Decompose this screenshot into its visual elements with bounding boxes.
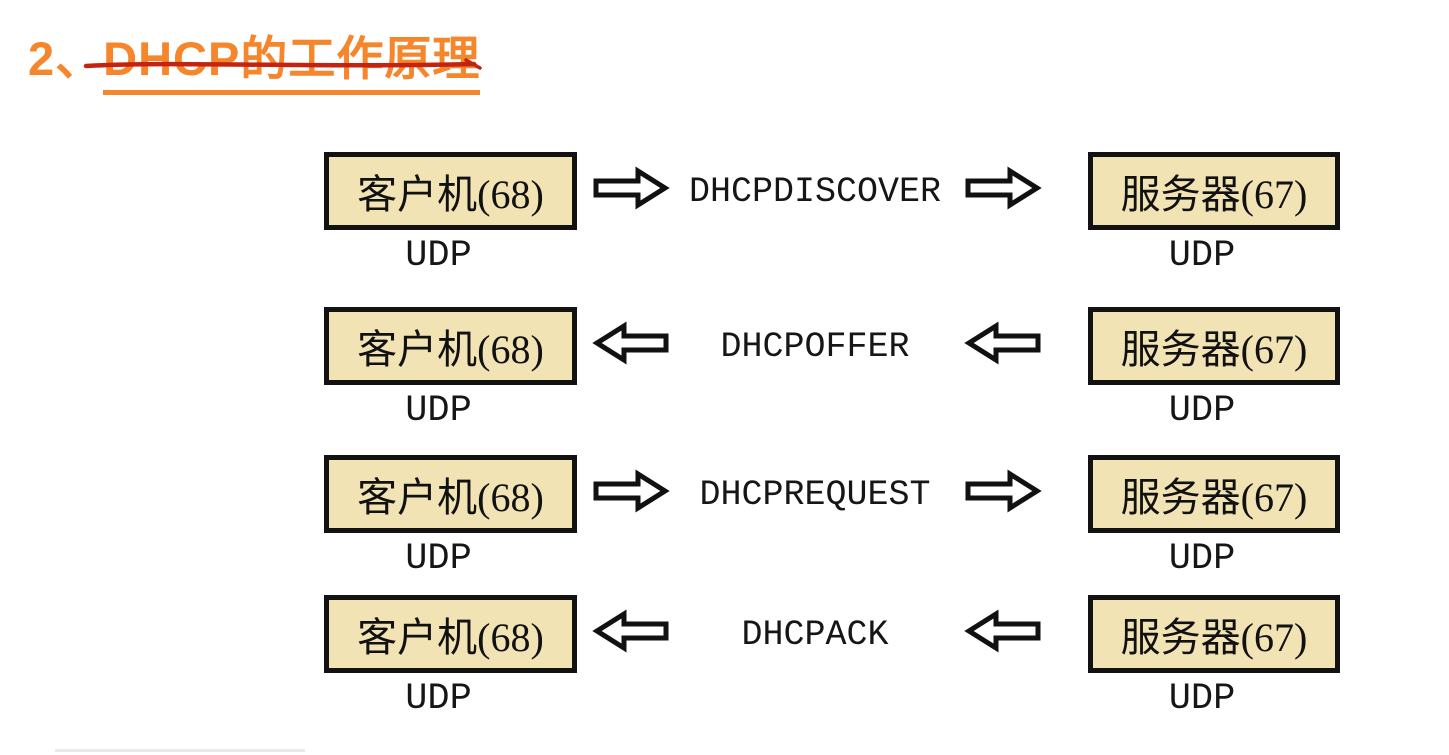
server-node: 服务器(67) UDP [1088,307,1340,432]
video-progress-artifact [55,749,305,752]
dhcp-exchange-row: 客户机(68) UDP DHCPDISCOVER 服务器(67) UDP [0,152,1449,282]
udp-label: UDP [405,390,472,432]
udp-label: UDP [1168,235,1236,277]
udp-label: UDP [1168,678,1236,720]
client-node: 客户机(68) UDP [324,455,577,580]
udp-label: UDP [405,538,472,580]
message-arrow-icon [964,609,1042,653]
dhcp-exchange-row: 客户机(68) UDP DHCPACK 服务器(67) UDP [0,595,1449,725]
dhcp-message-label: DHCPACK [741,615,889,655]
server-box: 服务器(67) [1088,595,1340,673]
server-box: 服务器(67) [1088,152,1340,230]
client-box: 客户机(68) [324,152,577,230]
client-node: 客户机(68) UDP [324,307,577,432]
udp-label: UDP [1168,390,1236,432]
message-arrow-icon [592,609,670,653]
title-number: 2、 [28,32,104,85]
server-node: 服务器(67) UDP [1088,152,1340,277]
client-node: 客户机(68) UDP [324,152,577,277]
message-arrow-icon [592,321,670,365]
client-node: 客户机(68) UDP [324,595,577,720]
client-box: 客户机(68) [324,595,577,673]
client-box: 客户机(68) [324,307,577,385]
server-box: 服务器(67) [1088,307,1340,385]
dhcp-message-label: DHCPDISCOVER [688,172,942,212]
server-box: 服务器(67) [1088,455,1340,533]
dhcp-message-label: DHCPOFFER [720,327,910,367]
server-node: 服务器(67) UDP [1088,595,1340,720]
message-arrow-icon [592,469,670,513]
udp-label: UDP [1168,538,1236,580]
page-title: 2、DHCP的工作原理 [28,20,481,95]
dhcp-exchange-row: 客户机(68) UDP DHCPREQUEST 服务器(67) UDP [0,455,1449,585]
dhcp-message-label: DHCPREQUEST [699,475,931,515]
udp-label: UDP [405,678,472,720]
udp-label: UDP [405,235,472,277]
client-box: 客户机(68) [324,455,577,533]
dhcp-exchange-row: 客户机(68) UDP DHCPOFFER 服务器(67) UDP [0,307,1449,437]
message-arrow-icon [964,166,1042,210]
message-arrow-icon [964,321,1042,365]
message-arrow-icon [964,469,1042,513]
message-arrow-icon [592,166,670,210]
title-text: DHCP的工作原理 [103,20,481,95]
server-node: 服务器(67) UDP [1088,455,1340,580]
